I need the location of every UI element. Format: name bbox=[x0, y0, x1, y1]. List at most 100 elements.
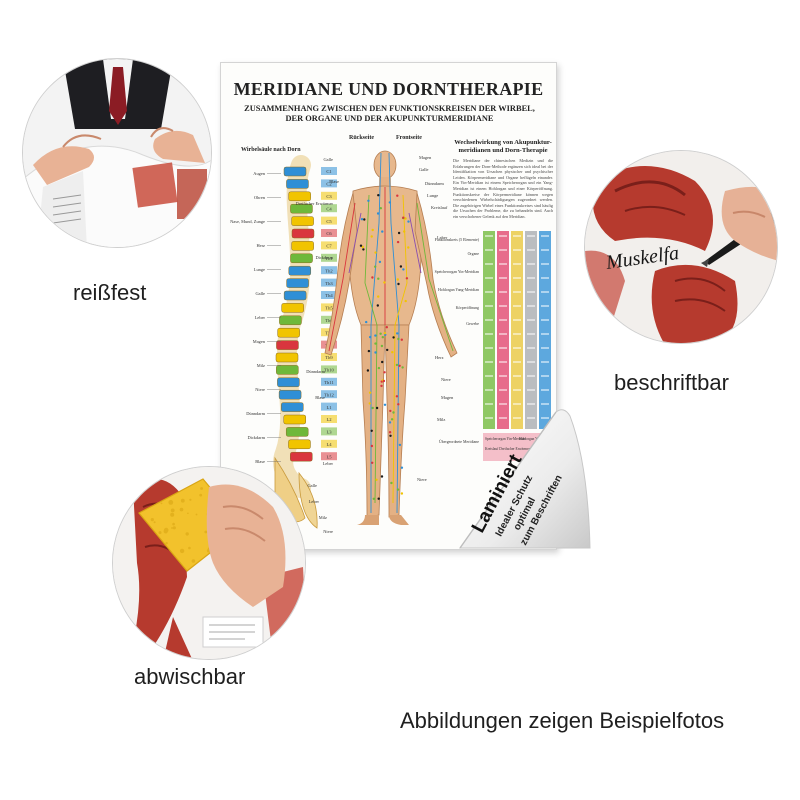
acupoint bbox=[376, 304, 379, 307]
acupoint bbox=[388, 431, 392, 434]
vertebra-label-box bbox=[321, 216, 337, 225]
acupoint bbox=[391, 351, 394, 354]
acupoint bbox=[374, 334, 377, 337]
vertebra bbox=[279, 315, 302, 326]
table-footer-label: Kreislauf Dreifacher Erwärmer bbox=[485, 447, 531, 451]
body-label: Niere bbox=[417, 477, 427, 482]
acupoint bbox=[383, 371, 386, 374]
vertebra-label: Th12 bbox=[324, 392, 334, 397]
body-label: Leber bbox=[309, 499, 320, 504]
acupoint bbox=[396, 194, 399, 197]
acupoint bbox=[381, 230, 384, 233]
acupoint bbox=[405, 277, 409, 280]
table-column bbox=[497, 231, 509, 429]
acupoint bbox=[407, 246, 410, 249]
vertebra-label-box bbox=[321, 179, 337, 188]
vertebra bbox=[291, 216, 314, 226]
poster-illustration: Wirbelsäule nach Dorn Rückseite Frontsei… bbox=[230, 135, 556, 534]
acupoint bbox=[382, 379, 386, 383]
vertebra-label: Th1 bbox=[325, 256, 333, 261]
organ-label: Dickdarm bbox=[247, 435, 265, 440]
organ-label: Dünndarm bbox=[246, 411, 265, 416]
acupoint bbox=[378, 260, 382, 264]
acupoint bbox=[398, 443, 402, 447]
vertebra-label: L3 bbox=[326, 430, 332, 435]
body-label: Niere bbox=[441, 377, 451, 382]
table-row-label: Organe bbox=[468, 252, 480, 256]
vertebra-label: Th3 bbox=[325, 281, 333, 286]
poster-subtitle-line1: ZUSAMMENHANG ZWISCHEN DEN FUNKTIONSKREIS… bbox=[244, 104, 535, 113]
table-row-label: Körperöffnung bbox=[456, 306, 479, 310]
vertebra bbox=[276, 365, 299, 375]
label-wipeable: abwischbar bbox=[134, 664, 246, 689]
acupoint bbox=[395, 395, 399, 398]
acupoint bbox=[398, 364, 401, 367]
vertebra-label: Th11 bbox=[324, 380, 334, 385]
acupoint bbox=[402, 268, 405, 271]
vertebra bbox=[281, 402, 304, 412]
acupoint bbox=[381, 360, 384, 364]
acupoint bbox=[360, 218, 364, 221]
table-row-label: Gewebe bbox=[466, 322, 479, 326]
vertebra bbox=[283, 414, 306, 425]
vertebra bbox=[278, 389, 302, 400]
acupoint bbox=[388, 201, 391, 204]
acupoint bbox=[381, 336, 384, 339]
acupoint bbox=[390, 418, 394, 421]
acupoint bbox=[392, 336, 395, 339]
vertebra-label: L4 bbox=[326, 442, 332, 447]
vertebra bbox=[276, 340, 299, 350]
organ-label: Blase bbox=[255, 459, 265, 464]
organ-label: Nase, Mund, Zunge bbox=[230, 219, 265, 225]
table-column bbox=[539, 231, 551, 429]
table-row-label: Speicherorgan Yin-Meridian bbox=[435, 270, 479, 274]
vertebra-label-box bbox=[321, 390, 337, 399]
vertebra-label-box bbox=[321, 291, 337, 299]
vertebra-label-box bbox=[321, 365, 337, 374]
front-heading: Frontseite bbox=[396, 135, 422, 141]
table-row-label: Funktionskreis (5 Elemente) bbox=[435, 238, 480, 242]
vertebra bbox=[286, 179, 309, 189]
acupoint bbox=[397, 403, 400, 406]
vertebra-label-box bbox=[321, 191, 337, 200]
organ-label: Lunge bbox=[254, 267, 265, 272]
vertebra bbox=[290, 203, 313, 214]
acupoint bbox=[365, 320, 368, 324]
wipeable-photo bbox=[112, 466, 306, 660]
vertebra-label-box bbox=[321, 427, 337, 436]
body-label: Dickdarm bbox=[315, 255, 333, 260]
vertebra-label: C3 bbox=[326, 194, 332, 199]
vertebra-label: L5 bbox=[326, 454, 332, 459]
acupoint bbox=[400, 492, 404, 495]
vertebra-label-box bbox=[321, 241, 337, 250]
acupoint bbox=[390, 481, 393, 485]
vertebra-label: Th10 bbox=[324, 368, 334, 373]
vertebra-label: L1 bbox=[326, 405, 332, 410]
organ-label: Milz bbox=[257, 363, 265, 368]
acupoint bbox=[397, 337, 400, 341]
body-label: Galle bbox=[323, 157, 333, 162]
table-column bbox=[525, 231, 537, 429]
acupoint bbox=[395, 363, 399, 367]
acupoint bbox=[368, 402, 371, 405]
body-label: Milz bbox=[437, 417, 445, 422]
acupoint bbox=[392, 411, 395, 414]
acupoint bbox=[377, 194, 380, 197]
vertebra-label: Th6 bbox=[325, 318, 333, 323]
acupoint bbox=[399, 265, 403, 268]
body-label: Leber bbox=[437, 235, 448, 240]
acupoint bbox=[371, 276, 374, 279]
acupoint bbox=[362, 248, 365, 251]
vertebra bbox=[290, 253, 313, 264]
body-label: Dreifacher Erwärmer bbox=[296, 201, 334, 206]
vertebra-label-box bbox=[321, 266, 337, 275]
acupoint bbox=[389, 434, 392, 437]
vertebra-label-box bbox=[321, 452, 337, 461]
acupoint bbox=[369, 335, 372, 339]
acupoint bbox=[407, 220, 410, 223]
acupoint bbox=[363, 218, 366, 221]
acupoint bbox=[403, 230, 406, 233]
acupoint bbox=[389, 409, 392, 413]
panel-title: Wechselwirkung von Akupunktur- meridiane… bbox=[453, 139, 553, 155]
vertebra bbox=[283, 290, 307, 301]
